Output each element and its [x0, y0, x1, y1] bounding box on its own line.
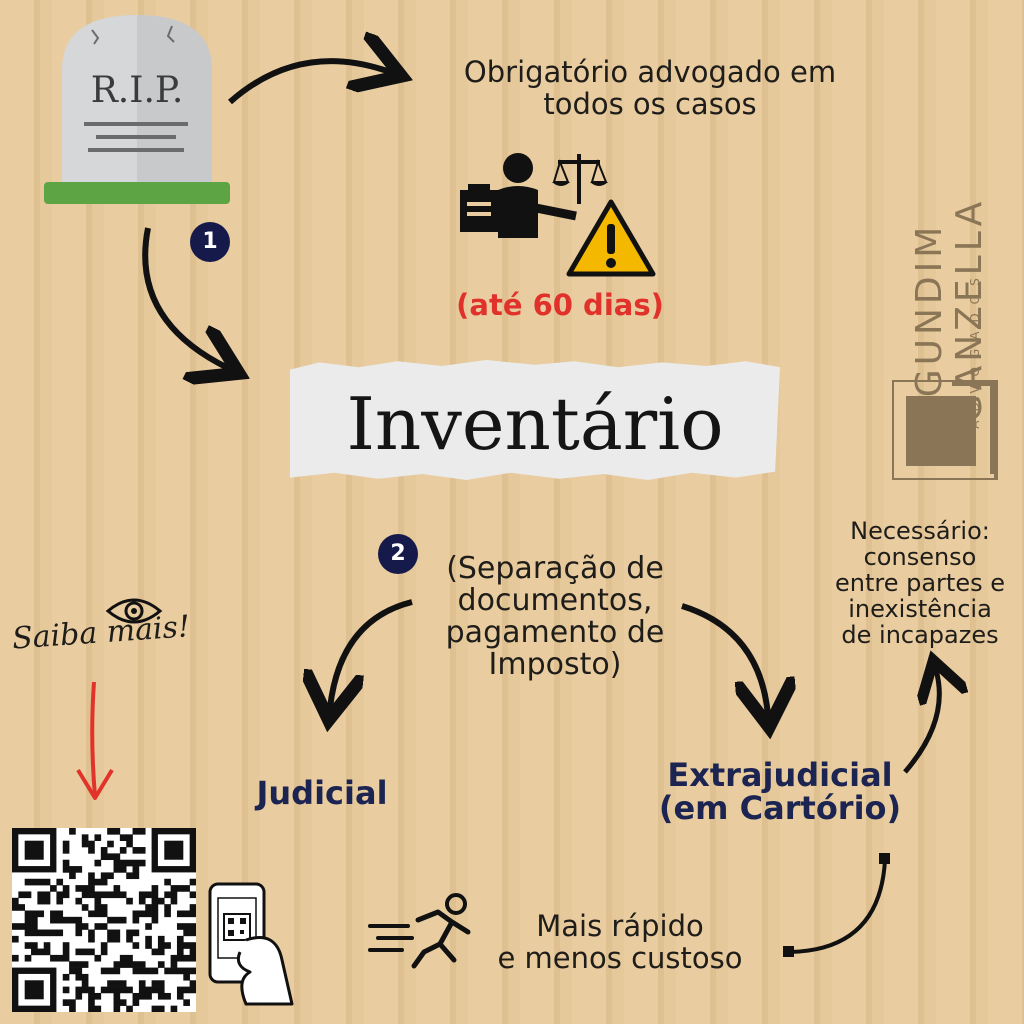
extrajudicial-label: Extrajudicial (em Cartório) — [650, 759, 910, 825]
benefit-line1: Mais rápido — [536, 909, 704, 943]
page-title: Inventário — [346, 382, 724, 466]
brand-block: GUNDIM GANZELLA ADVOGADOS — [880, 130, 1010, 480]
separation-line3: pagamento de — [445, 615, 665, 650]
rip-text: R.I.P. — [91, 70, 184, 111]
arrow-to-inventario — [142, 227, 228, 368]
deadline-text: (até 60 dias) — [456, 288, 664, 322]
separation-line4: Imposto) — [488, 647, 622, 682]
requirement-note: Necessário: consenso entre partes e inex… — [820, 518, 1020, 648]
phone-scan-icon — [208, 882, 294, 1006]
requirement-line5: de incapazes — [841, 621, 999, 649]
step-badge-2: 2 — [378, 534, 418, 574]
benefit-line2: e menos custoso — [497, 941, 743, 975]
judicial-label: Judicial — [256, 774, 388, 812]
eye-icon — [105, 598, 163, 624]
separation-line2: documentos, — [457, 583, 653, 618]
arrow-to-lawyer-note — [228, 61, 390, 105]
arrow-to-extrajudicial — [681, 603, 768, 715]
qr-code[interactable] — [12, 828, 196, 1012]
connector-to-benefit — [789, 859, 887, 954]
step-badge-1: 1 — [190, 222, 230, 262]
separation-note: (Separação de documentos, pagamento de I… — [410, 553, 700, 681]
lawyer-scales-icon — [460, 153, 608, 238]
requirement-line1: Necessário: — [850, 517, 990, 545]
extrajudicial-line2: (em Cartório) — [658, 789, 902, 827]
requirement-line3: entre partes e — [834, 569, 1005, 597]
separation-line1: (Separação de — [446, 551, 664, 586]
brand-logo — [892, 380, 998, 480]
requirement-line4: inexistência — [848, 595, 992, 623]
requirement-line2: consenso — [863, 543, 977, 571]
tombstone-icon: R.I.P. — [44, 15, 230, 204]
lawyer-note-line2: todos os casos — [543, 87, 757, 121]
running-person-icon — [368, 893, 471, 969]
down-arrow-icon — [76, 681, 114, 800]
lawyer-note-line1: Obrigatório advogado em — [463, 55, 837, 89]
arrow-to-requirement — [903, 670, 939, 774]
benefit-note: Mais rápido e menos custoso — [470, 910, 770, 974]
title-paper — [290, 360, 780, 480]
warning-icon — [566, 199, 656, 277]
arrow-to-judicial — [330, 599, 413, 708]
lawyer-required-note: Obrigatório advogado em todos os casos — [420, 56, 880, 120]
extrajudicial-line1: Extrajudicial — [667, 756, 893, 794]
